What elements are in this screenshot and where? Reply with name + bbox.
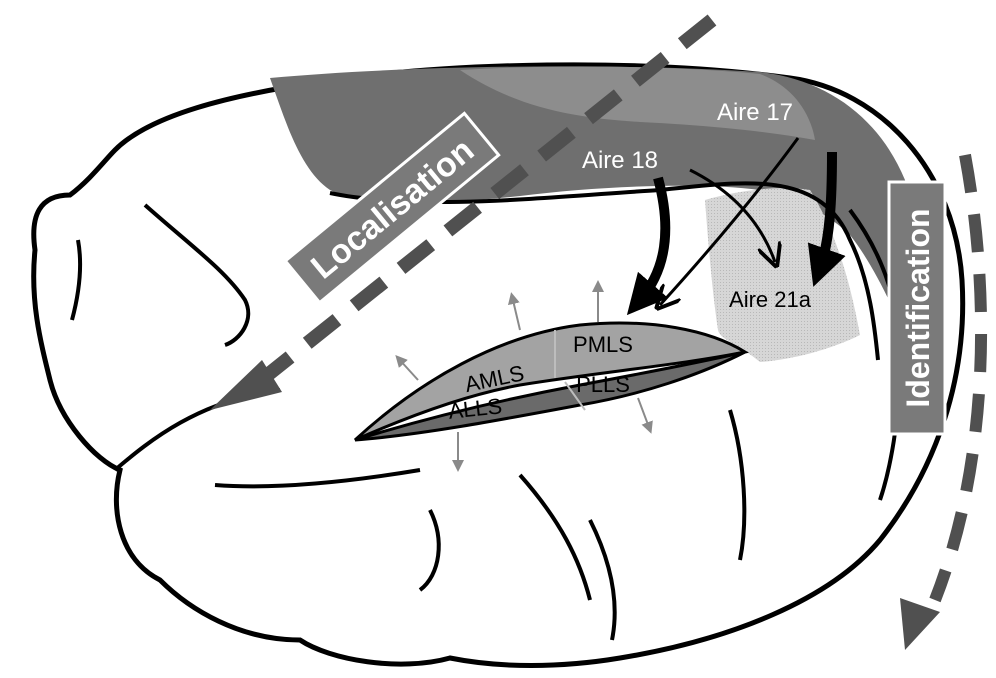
area-21a-label: Aire 21a (729, 287, 812, 312)
identification-label: Identification (900, 208, 936, 407)
pmls-label: PMLS (573, 332, 633, 357)
plls-label: PLLS (576, 372, 630, 397)
area-17-label: Aire 17 (717, 99, 793, 126)
identification-label-box: Identification (889, 182, 945, 434)
area-18-label: Aire 18 (582, 147, 658, 174)
